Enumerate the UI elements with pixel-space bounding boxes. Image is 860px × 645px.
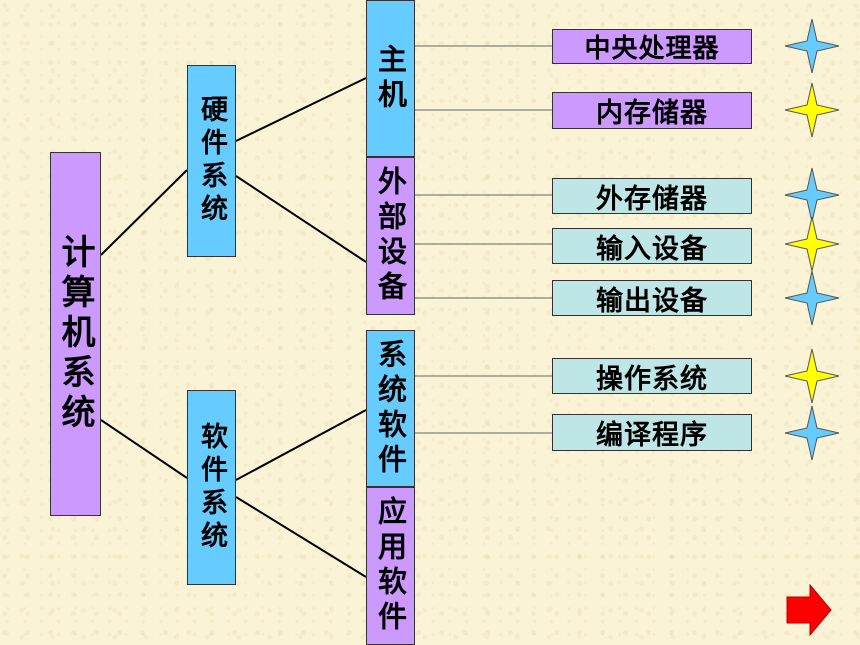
star-icon (784, 405, 840, 461)
software-system-node: 软件系统 (187, 390, 236, 585)
peripheral-node: 外部设备 (366, 157, 415, 315)
connector-line (235, 496, 367, 578)
star-icon (784, 18, 840, 74)
root-node: 计算机系统 (50, 152, 101, 516)
application-software-node: 应用软件 (366, 487, 415, 645)
star-icon (784, 216, 840, 272)
connector-line (235, 77, 367, 142)
connector-line (235, 409, 367, 481)
star-icon (784, 82, 840, 138)
leaf-external-storage: 外存储器 (552, 178, 752, 215)
hardware-system-node: 硬件系统 (187, 65, 236, 257)
leaf-compiler: 编译程序 (552, 414, 752, 451)
connector-line (100, 169, 188, 256)
star-icon (784, 348, 840, 404)
leaf-input-device: 输入设备 (552, 228, 752, 265)
leaf-memory: 内存储器 (552, 92, 752, 129)
connector-line (100, 419, 188, 479)
leaf-os: 操作系统 (552, 358, 752, 395)
leaf-output-device: 输出设备 (552, 280, 752, 317)
star-icon (784, 167, 840, 223)
connector-line (235, 175, 367, 263)
leaf-cpu: 中央处理器 (552, 29, 752, 64)
system-software-node: 系统软件 (366, 330, 415, 487)
host-node: 主机 (366, 0, 415, 157)
arrow-right-icon[interactable] (786, 584, 832, 636)
star-icon (784, 270, 840, 326)
